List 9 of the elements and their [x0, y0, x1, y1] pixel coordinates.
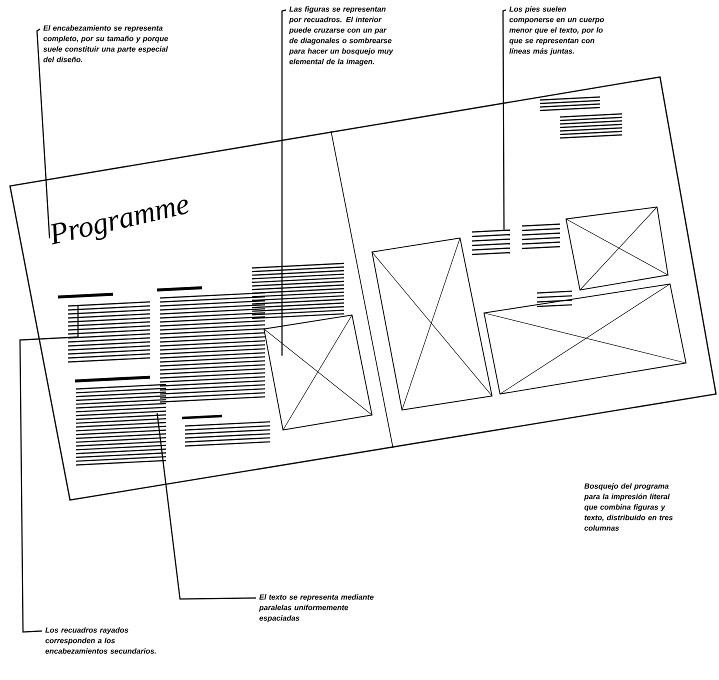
leader-line — [36, 28, 50, 238]
text-lines — [76, 384, 166, 466]
leader-line — [281, 9, 286, 356]
heading-bar — [58, 292, 114, 298]
heading-text: Programme — [50, 200, 189, 244]
text-lines — [472, 230, 510, 256]
leader-line — [156, 413, 256, 600]
leader-line — [19, 305, 79, 633]
leader-line — [502, 9, 506, 230]
